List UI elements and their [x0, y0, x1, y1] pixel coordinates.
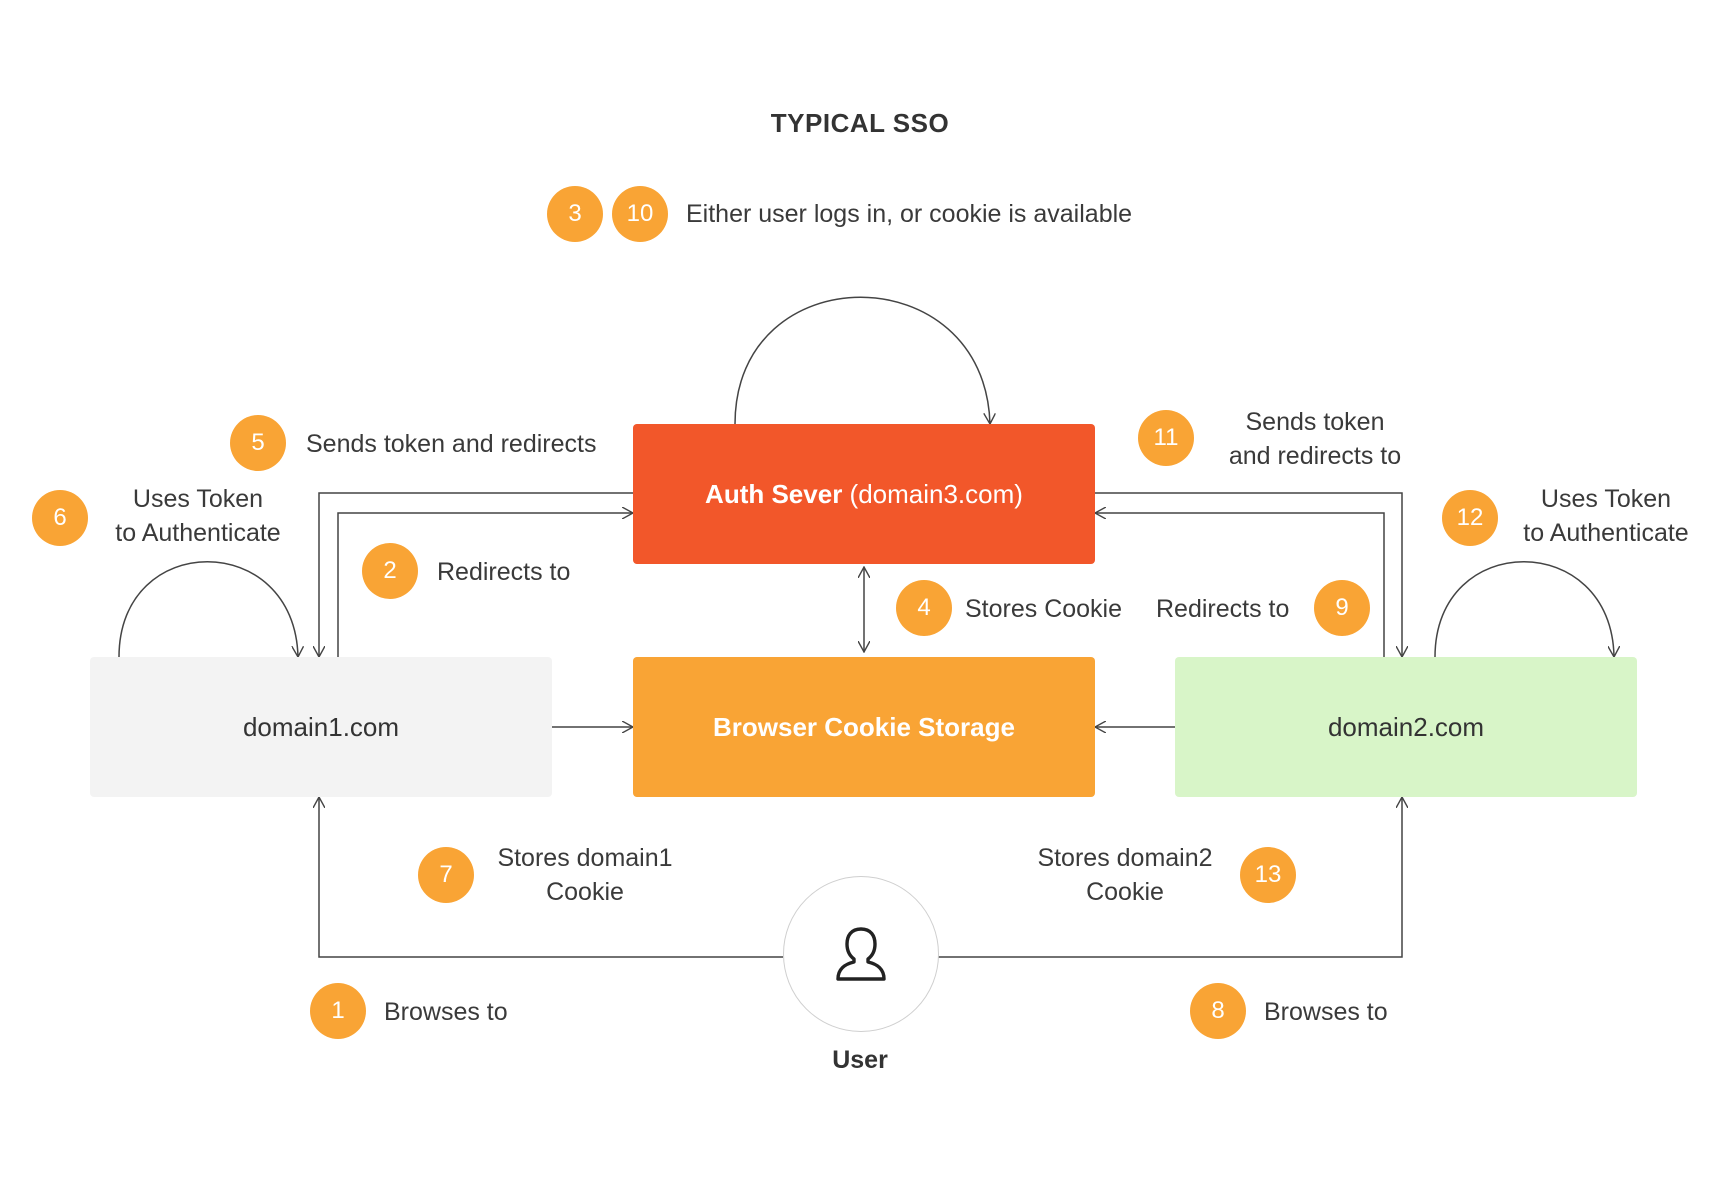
- step-label-7-line1: Stores domain1: [497, 844, 673, 872]
- step-badge-2: 2: [362, 543, 418, 599]
- step-badge-10: 10: [612, 186, 668, 242]
- auth-server-name: Auth Sever: [705, 478, 843, 509]
- arrow-8: [937, 797, 1402, 958]
- step-badge-9: 9: [1314, 580, 1370, 636]
- user-icon: [836, 927, 886, 981]
- auth-self-loop: [734, 296, 990, 424]
- step-label-9: Redirects to: [1156, 595, 1290, 623]
- step-label-2: Redirects to: [437, 558, 571, 586]
- browser-cookie-storage-node: Browser Cookie Storage: [633, 657, 1095, 797]
- step-label-12-line2: to Authenticate: [1523, 519, 1689, 547]
- step-label-13-line2: Cookie: [1086, 878, 1164, 906]
- arrow-9: [1095, 513, 1385, 657]
- domain1-node: domain1.com: [90, 657, 552, 797]
- user-label: User: [832, 1046, 888, 1074]
- step-label-6-line1: Uses Token: [132, 485, 264, 513]
- step-badge-12: 12: [1442, 490, 1498, 546]
- step-badge-13: 13: [1240, 847, 1296, 903]
- step-label-8: Browses to: [1264, 998, 1388, 1026]
- domain2-node: domain2.com: [1175, 657, 1637, 797]
- domain1-label: domain1.com: [242, 711, 400, 742]
- auth-server-node: Auth Sever (domain3.com): [633, 424, 1095, 564]
- step-badge-1: 1: [310, 983, 366, 1039]
- step-badge-3: 3: [547, 186, 603, 242]
- step-badge-7: 7: [418, 847, 474, 903]
- step-badge-8: 8: [1190, 983, 1246, 1039]
- step-label-11-line1: Sends token: [1245, 408, 1385, 436]
- step-label-4: Stores Cookie: [965, 595, 1123, 623]
- domain1-self-loop: [118, 561, 298, 657]
- arrow-2: [337, 513, 633, 657]
- step-label-1: Browses to: [384, 998, 508, 1026]
- step-label-5: Sends token and redirects: [306, 430, 597, 458]
- step-badge-4: 4: [896, 580, 952, 636]
- domain2-self-loop: [1434, 561, 1614, 657]
- arrow-11: [1095, 492, 1402, 657]
- cookie-storage-label: Browser Cookie Storage: [713, 711, 1015, 742]
- auth-server-domain: (domain3.com): [842, 478, 1023, 509]
- step-label-12-line1: Uses Token: [1540, 485, 1672, 513]
- step-label-7-line2: Cookie: [546, 878, 624, 906]
- step-badge-11: 11: [1138, 410, 1194, 466]
- step-label-11-line2: and redirects to: [1228, 442, 1402, 470]
- step-label-13-line1: Stores domain2: [1037, 844, 1213, 872]
- step-badge-6: 6: [32, 490, 88, 546]
- domain2-label: domain2.com: [1327, 711, 1485, 742]
- arrow-1: [319, 797, 783, 958]
- step-badge-5: 5: [230, 415, 286, 471]
- user-node: [783, 876, 939, 1032]
- step-label-6-line2: to Authenticate: [115, 519, 281, 547]
- step-label-10: Either user logs in, or cookie is availa…: [686, 200, 1133, 228]
- diagram-title: TYPICAL SSO: [770, 108, 950, 138]
- arrow-5: [319, 492, 633, 657]
